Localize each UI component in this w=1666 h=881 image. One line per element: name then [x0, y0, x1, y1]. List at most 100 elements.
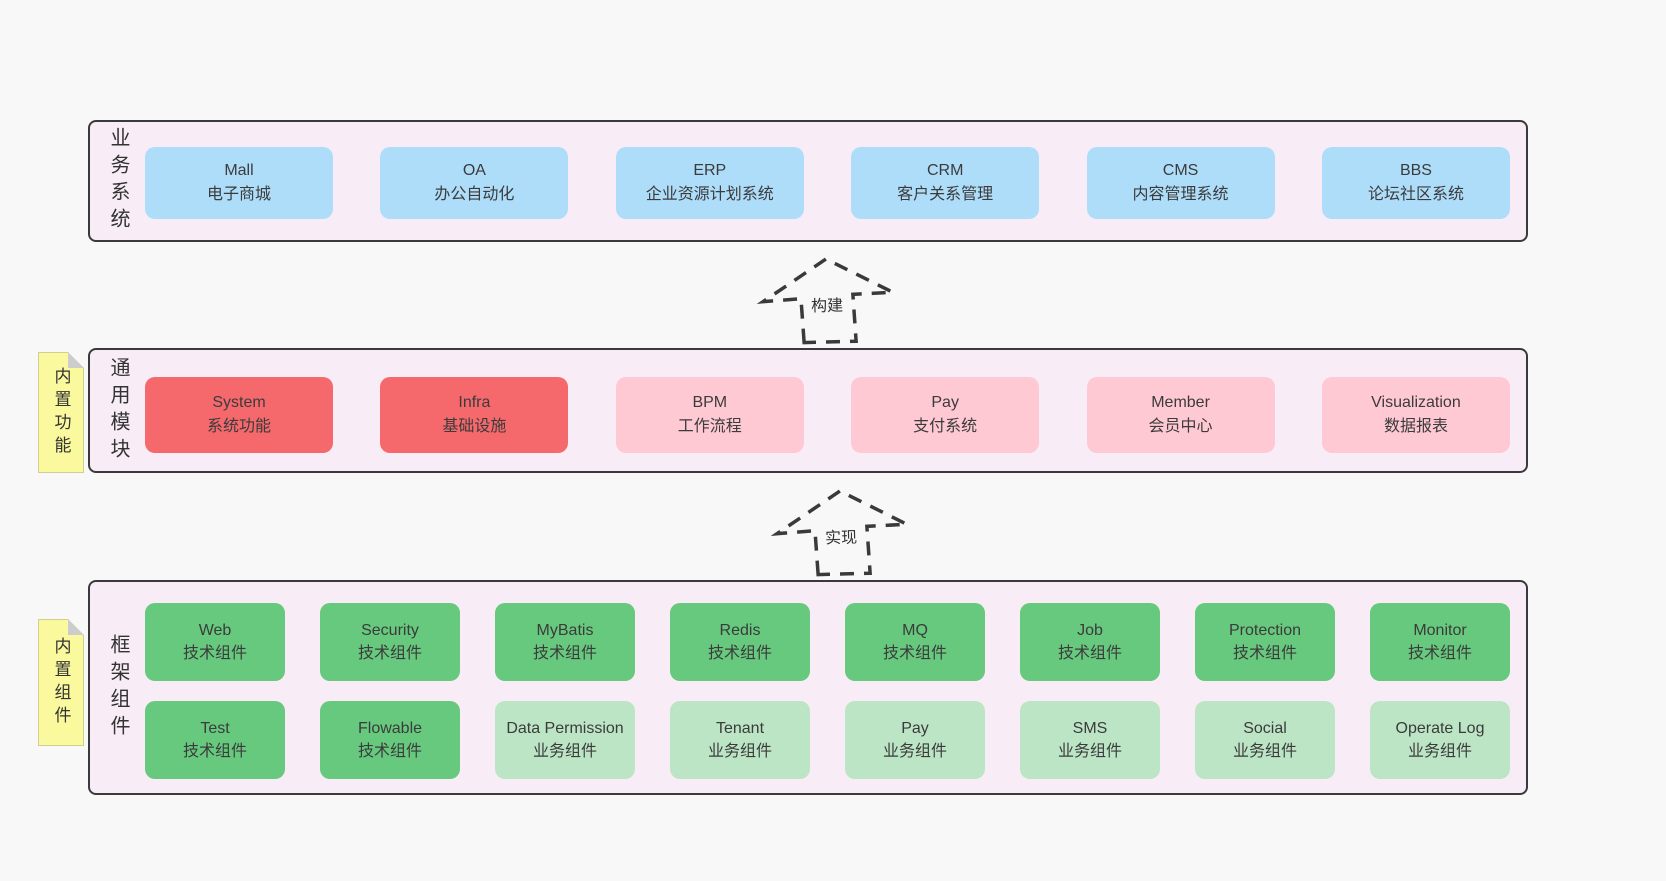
box-pay-module-subtitle: 支付系统 — [913, 418, 978, 435]
box-monitor-subtitle: 技术组件 — [1407, 645, 1472, 662]
box-web-title: Web — [198, 621, 232, 639]
box-system-title: System — [212, 394, 266, 411]
box-tenant-title: Tenant — [715, 719, 765, 737]
box-mybatis: MyBatis 技术组件 — [495, 603, 635, 681]
dashed-up-arrow-icon — [756, 256, 899, 345]
box-social: Social 业务组件 — [1195, 701, 1335, 779]
box-sms-title: SMS — [1072, 719, 1108, 737]
common-modules-row: System 系统功能 Infra 基础设施 BPM 工作流程 Pay 支付系统… — [145, 377, 1510, 453]
box-mall: Mall 电子商城 — [145, 147, 333, 219]
box-visualization-subtitle: 数据报表 — [1383, 418, 1448, 435]
box-social-subtitle: 业务组件 — [1232, 743, 1297, 760]
implement-arrow-label: 实现 — [821, 523, 861, 549]
sticky-built-in-features: 内置功能 — [38, 352, 84, 473]
box-redis-title: Redis — [719, 621, 761, 639]
box-tenant: Tenant 业务组件 — [670, 701, 810, 779]
box-pay-module: Pay 支付系统 — [851, 377, 1040, 453]
box-sms: SMS 业务组件 — [1020, 701, 1160, 779]
box-mall-title: Mall — [224, 162, 254, 179]
box-flowable-subtitle: 技术组件 — [357, 743, 422, 760]
box-job: Job 技术组件 — [1020, 603, 1160, 681]
dashed-up-arrow-icon — [770, 488, 913, 577]
box-protection-title: Protection — [1228, 621, 1302, 639]
box-cms-subtitle: 内容管理系统 — [1132, 186, 1229, 203]
box-social-title: Social — [1243, 719, 1287, 737]
box-mybatis-subtitle: 技术组件 — [532, 645, 597, 662]
box-infra-title: Infra — [458, 394, 491, 411]
framework-row-1: Web 技术组件 Security 技术组件 MyBatis 技术组件 Redi… — [145, 603, 1510, 681]
box-data-permission: Data Permission 业务组件 — [495, 701, 635, 779]
box-operate-log-title: Operate Log — [1395, 719, 1485, 737]
box-protection: Protection 技术组件 — [1195, 603, 1335, 681]
box-protection-subtitle: 技术组件 — [1232, 645, 1297, 662]
box-mall-subtitle: 电子商城 — [206, 186, 271, 203]
box-flowable-title: Flowable — [357, 719, 423, 737]
box-crm-title: CRM — [926, 162, 964, 179]
box-redis: Redis 技术组件 — [670, 603, 810, 681]
box-web: Web 技术组件 — [145, 603, 285, 681]
box-bpm-title: BPM — [692, 394, 728, 411]
box-mq: MQ 技术组件 — [845, 603, 985, 681]
box-pay-component-subtitle: 业务组件 — [882, 743, 947, 760]
box-bpm-subtitle: 工作流程 — [677, 418, 742, 435]
box-oa-subtitle: 办公自动化 — [434, 186, 515, 203]
band-business-systems-label: 业务系统 — [107, 127, 129, 235]
box-security: Security 技术组件 — [320, 603, 460, 681]
business-systems-row: Mall 电子商城 OA 办公自动化 ERP 企业资源计划系统 CRM 客户关系… — [145, 147, 1510, 219]
sticky-built-in-components: 内置组件 — [38, 619, 84, 746]
band-common-modules: 通用模块 System 系统功能 Infra 基础设施 BPM 工作流程 Pay… — [88, 348, 1528, 473]
box-job-title: Job — [1077, 621, 1103, 639]
box-erp-subtitle: 企业资源计划系统 — [645, 186, 774, 203]
box-mq-title: MQ — [902, 621, 928, 639]
box-security-title: Security — [361, 621, 419, 639]
band-common-modules-label: 通用模块 — [107, 356, 129, 465]
box-bbs-subtitle: 论坛社区系统 — [1367, 186, 1464, 203]
box-test-title: Test — [200, 719, 230, 737]
box-system-subtitle: 系统功能 — [206, 418, 271, 435]
box-pay-module-title: Pay — [931, 394, 959, 411]
box-member: Member 会员中心 — [1086, 377, 1275, 453]
box-bbs-title: BBS — [1399, 162, 1432, 179]
sticky-built-in-features-label: 内置功能 — [51, 366, 71, 459]
box-monitor-title: Monitor — [1413, 621, 1467, 639]
box-security-subtitle: 技术组件 — [357, 645, 422, 662]
framework-row-2: Test 技术组件 Flowable 技术组件 Data Permission … — [145, 701, 1510, 779]
box-oa: OA 办公自动化 — [380, 147, 569, 219]
box-cms-title: CMS — [1162, 162, 1199, 179]
box-visualization: Visualization 数据报表 — [1321, 377, 1510, 453]
box-infra: Infra 基础设施 — [380, 377, 569, 453]
band-business-systems: 业务系统 Mall 电子商城 OA 办公自动化 ERP 企业资源计划系统 CRM… — [88, 120, 1528, 242]
sticky-built-in-components-label: 内置组件 — [51, 636, 71, 729]
box-test: Test 技术组件 — [145, 701, 285, 779]
build-arrow-label: 构建 — [807, 291, 847, 317]
band-framework-components: 框架组件 Web 技术组件 Security 技术组件 MyBatis 技术组件… — [88, 580, 1528, 795]
box-system: System 系统功能 — [145, 377, 333, 453]
box-pay-component: Pay 业务组件 — [845, 701, 985, 779]
box-operate-log-subtitle: 业务组件 — [1407, 743, 1472, 760]
box-crm-subtitle: 客户关系管理 — [897, 186, 994, 203]
build-arrow: 构建 — [756, 252, 899, 346]
box-monitor: Monitor 技术组件 — [1370, 603, 1510, 681]
implement-arrow: 实现 — [770, 484, 913, 578]
box-test-subtitle: 技术组件 — [182, 743, 247, 760]
box-erp-title: ERP — [693, 162, 727, 179]
box-bpm: BPM 工作流程 — [615, 377, 804, 453]
box-visualization-title: Visualization — [1371, 394, 1461, 411]
box-erp: ERP 企业资源计划系统 — [615, 147, 804, 219]
box-data-permission-subtitle: 业务组件 — [532, 743, 597, 760]
box-job-subtitle: 技术组件 — [1057, 645, 1122, 662]
box-redis-subtitle: 技术组件 — [707, 645, 772, 662]
box-pay-component-title: Pay — [901, 719, 929, 737]
box-member-title: Member — [1151, 394, 1210, 411]
box-oa-title: OA — [462, 162, 486, 179]
box-sms-subtitle: 业务组件 — [1057, 743, 1122, 760]
box-data-permission-title: Data Permission — [506, 719, 624, 737]
box-bbs: BBS 论坛社区系统 — [1321, 147, 1510, 219]
box-tenant-subtitle: 业务组件 — [707, 743, 772, 760]
box-operate-log: Operate Log 业务组件 — [1370, 701, 1510, 779]
band-framework-components-label: 框架组件 — [107, 633, 129, 742]
box-infra-subtitle: 基础设施 — [442, 418, 507, 435]
box-mybatis-title: MyBatis — [536, 621, 594, 639]
box-member-subtitle: 会员中心 — [1148, 418, 1213, 435]
